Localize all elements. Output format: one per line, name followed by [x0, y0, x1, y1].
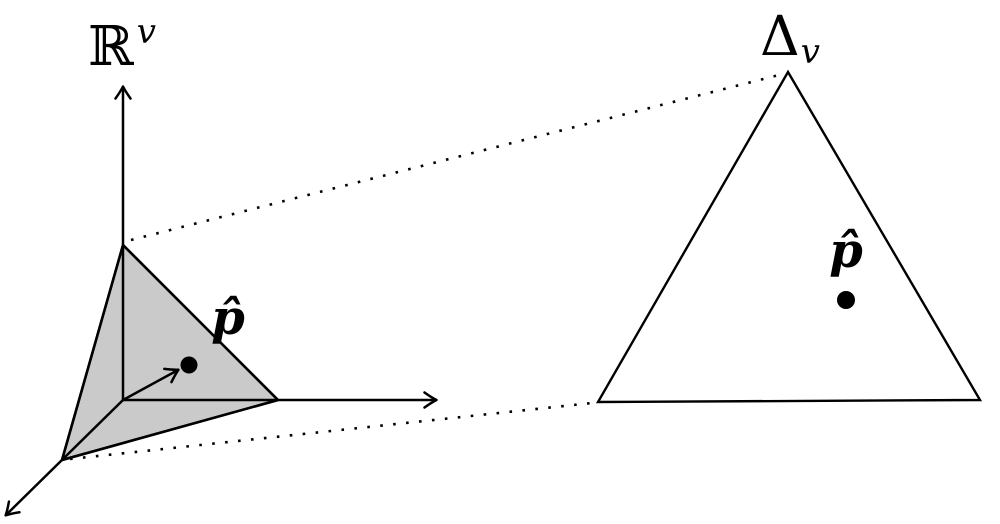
- p-hat-point-left: [180, 356, 198, 374]
- projection-dotted-line-bottom: [69, 401, 593, 461]
- standard-simplex-label-base: Δ: [760, 4, 800, 68]
- simplex-face-outline: [60, 243, 280, 462]
- ambient-space-group: [4, 85, 438, 517]
- standard-simplex-label: Δv: [760, 4, 820, 72]
- z-axis: [4, 399, 124, 517]
- p-hat-vector-arrow: [122, 367, 180, 402]
- projection-lines-group: [69, 72, 784, 461]
- simplex-triangle-2d: [595, 69, 983, 404]
- projection-dotted-line-top: [130, 72, 784, 242]
- labels-group: ℝv p̂ Δv p̂: [88, 4, 863, 346]
- ambient-space-label-base: ℝ: [88, 14, 134, 78]
- p-hat-label-left: p̂: [211, 290, 245, 346]
- standard-simplex-group: [595, 69, 983, 404]
- p-hat-point-right: [837, 291, 855, 309]
- ambient-space-label-superscript: v: [137, 12, 156, 52]
- p-hat-label-right: p̂: [829, 223, 863, 279]
- ambient-space-label: ℝv: [88, 12, 156, 78]
- standard-simplex-label-subscript: v: [801, 32, 820, 72]
